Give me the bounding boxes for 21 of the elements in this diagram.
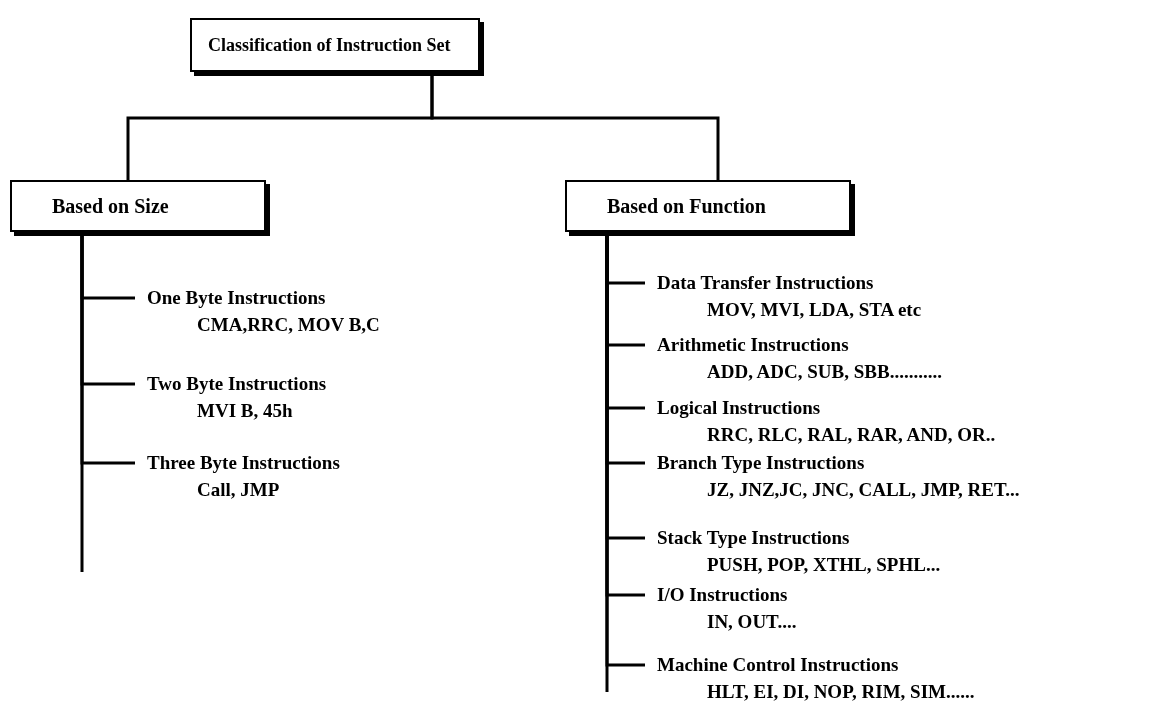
example-text: PUSH, POP, XTHL, SPHL... [706,554,941,576]
example-text: MVI B, 45h [196,400,294,422]
example-text: HLT, EI, DI, NOP, RIM, SIM...... [706,681,975,703]
category-heading: Three Byte Instructions [146,451,340,475]
category-heading: Data Transfer Instructions [656,271,875,295]
example-text: JZ, JNZ,JC, JNC, CALL, JMP, RET... [706,479,1020,501]
example-text: ADD, ADC, SUB, SBB........... [706,361,942,383]
category-heading: Arithmetic Instructions [656,333,850,357]
example-text: MOV, MVI, LDA, STA etc [706,299,922,321]
example-text: CMA,RRC, MOV B,C [196,314,380,336]
category-heading: Two Byte Instructions [146,372,327,396]
category-heading: One Byte Instructions [146,286,327,310]
example-text: Call, JMP [196,479,281,501]
category-heading: Logical Instructions [656,396,822,420]
example-text: RRC, RLC, RAL, RAR, AND, OR.. [706,424,996,446]
category-heading: Machine Control Instructions [656,653,900,677]
category-heading: Stack Type Instructions [656,526,851,550]
category-heading: Branch Type Instructions [656,451,866,475]
tree-connector [430,74,720,180]
example-text: IN, OUT.... [706,611,797,633]
category-heading: I/O Instructions [656,583,789,607]
